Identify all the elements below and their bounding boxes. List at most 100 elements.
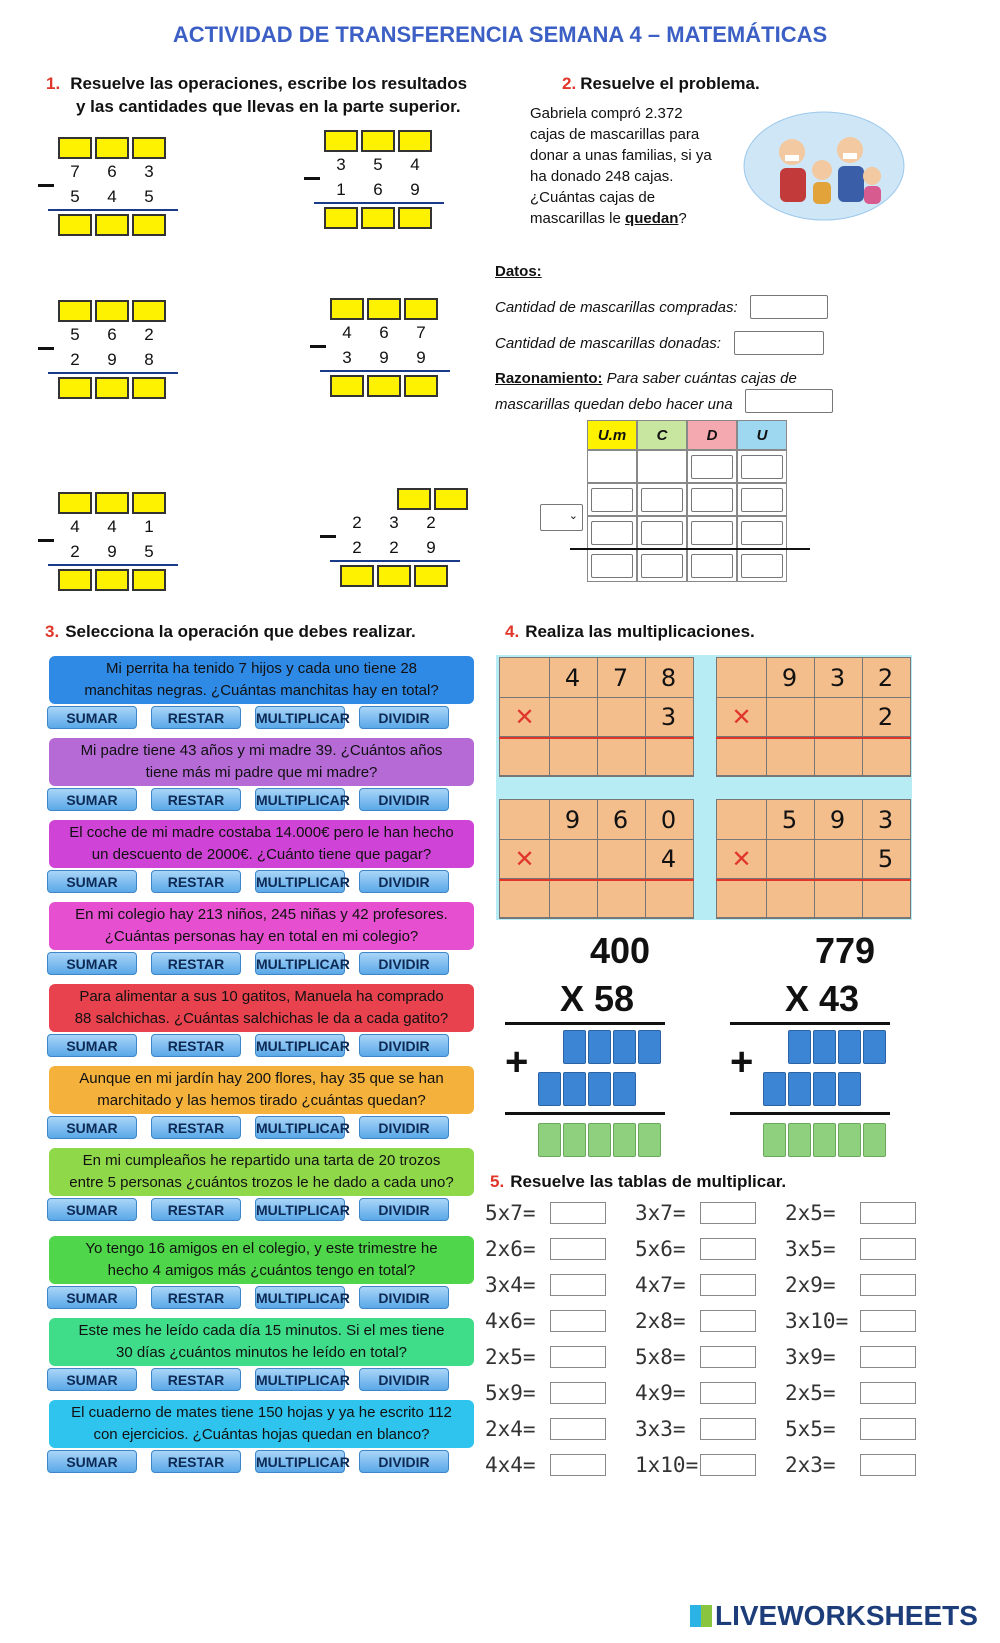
operation-button-restar[interactable]: RESTAR <box>151 1198 241 1221</box>
digit-input[interactable] <box>741 554 783 578</box>
carry-box[interactable] <box>361 130 395 152</box>
carry-box[interactable] <box>95 492 129 514</box>
grid-cell[interactable] <box>765 878 815 918</box>
result-box[interactable] <box>95 214 129 236</box>
carry-box[interactable] <box>58 300 92 322</box>
grid-cell[interactable] <box>765 839 815 879</box>
result-box[interactable] <box>58 569 92 591</box>
result-box[interactable] <box>132 214 166 236</box>
operation-button-dividir[interactable]: DIVIDIR <box>359 870 449 893</box>
operation-button-sumar[interactable]: SUMAR <box>47 706 137 729</box>
grid-cell[interactable] <box>813 878 863 918</box>
answer-input[interactable] <box>700 1346 756 1368</box>
grid-cell[interactable] <box>596 839 646 879</box>
product-box[interactable] <box>613 1123 636 1157</box>
grid-cell[interactable] <box>813 736 863 776</box>
operation-button-dividir[interactable]: DIVIDIR <box>359 788 449 811</box>
grid-cell[interactable] <box>765 736 815 776</box>
digit-input[interactable] <box>641 521 683 545</box>
answer-input[interactable] <box>860 1382 916 1404</box>
carry-box[interactable] <box>434 488 468 510</box>
partial-product-box[interactable] <box>588 1030 611 1064</box>
grid-cell[interactable] <box>861 736 911 776</box>
grid-cell[interactable] <box>765 697 815 737</box>
grid-cell[interactable] <box>548 878 598 918</box>
answer-input[interactable] <box>860 1346 916 1368</box>
answer-input[interactable] <box>550 1202 606 1224</box>
result-box[interactable] <box>132 569 166 591</box>
operation-button-dividir[interactable]: DIVIDIR <box>359 706 449 729</box>
operation-button-restar[interactable]: RESTAR <box>151 952 241 975</box>
answer-input[interactable] <box>860 1202 916 1224</box>
operation-button-dividir[interactable]: DIVIDIR <box>359 1198 449 1221</box>
partial-product-box[interactable] <box>538 1072 561 1106</box>
operation-input[interactable] <box>745 389 833 413</box>
operation-button-sumar[interactable]: SUMAR <box>47 870 137 893</box>
operation-button-dividir[interactable]: DIVIDIR <box>359 1450 449 1473</box>
operation-button-sumar[interactable]: SUMAR <box>47 952 137 975</box>
digit-input[interactable] <box>691 554 733 578</box>
result-box[interactable] <box>324 207 358 229</box>
answer-input[interactable] <box>700 1418 756 1440</box>
grid-cell[interactable] <box>644 736 694 776</box>
answer-input[interactable] <box>700 1310 756 1332</box>
operation-button-multiplicar[interactable]: MULTIPLICAR <box>255 870 350 893</box>
answer-input[interactable] <box>860 1418 916 1440</box>
grid-cell[interactable] <box>861 878 911 918</box>
grid-cell[interactable] <box>596 736 646 776</box>
operation-button-sumar[interactable]: SUMAR <box>47 1198 137 1221</box>
carry-box[interactable] <box>132 137 166 159</box>
operation-button-multiplicar[interactable]: MULTIPLICAR <box>255 1450 350 1473</box>
operation-button-dividir[interactable]: DIVIDIR <box>359 952 449 975</box>
result-box[interactable] <box>361 207 395 229</box>
product-box[interactable] <box>788 1123 811 1157</box>
partial-product-box[interactable] <box>613 1030 636 1064</box>
answer-input[interactable] <box>550 1382 606 1404</box>
answer-input[interactable] <box>550 1346 606 1368</box>
partial-product-box[interactable] <box>563 1030 586 1064</box>
answer-input[interactable] <box>550 1274 606 1296</box>
partial-product-box[interactable] <box>588 1072 611 1106</box>
operation-button-restar[interactable]: RESTAR <box>151 1368 241 1391</box>
digit-input[interactable] <box>591 554 633 578</box>
result-box[interactable] <box>95 569 129 591</box>
partial-product-box[interactable] <box>763 1072 786 1106</box>
bought-input[interactable] <box>750 295 828 319</box>
donated-input[interactable] <box>734 331 824 355</box>
product-box[interactable] <box>763 1123 786 1157</box>
operation-button-multiplicar[interactable]: MULTIPLICAR <box>255 1286 350 1309</box>
carry-box[interactable] <box>132 492 166 514</box>
answer-input[interactable] <box>550 1310 606 1332</box>
operation-button-dividir[interactable]: DIVIDIR <box>359 1368 449 1391</box>
carry-box[interactable] <box>132 300 166 322</box>
answer-input[interactable] <box>700 1238 756 1260</box>
partial-product-box[interactable] <box>838 1030 861 1064</box>
partial-product-box[interactable] <box>638 1030 661 1064</box>
carry-box[interactable] <box>95 300 129 322</box>
digit-input[interactable] <box>591 521 633 545</box>
result-box[interactable] <box>58 214 92 236</box>
product-box[interactable] <box>563 1123 586 1157</box>
answer-input[interactable] <box>700 1382 756 1404</box>
answer-input[interactable] <box>860 1274 916 1296</box>
operation-button-multiplicar[interactable]: MULTIPLICAR <box>255 788 350 811</box>
result-box[interactable] <box>95 377 129 399</box>
operation-button-dividir[interactable]: DIVIDIR <box>359 1034 449 1057</box>
grid-cell[interactable] <box>813 697 863 737</box>
result-box[interactable] <box>132 377 166 399</box>
carry-box[interactable] <box>397 488 431 510</box>
digit-input[interactable] <box>691 455 733 479</box>
result-box[interactable] <box>58 377 92 399</box>
answer-input[interactable] <box>860 1454 916 1476</box>
digit-input[interactable] <box>641 488 683 512</box>
grid-cell[interactable] <box>596 697 646 737</box>
result-box[interactable] <box>367 375 401 397</box>
answer-input[interactable] <box>550 1238 606 1260</box>
operation-button-restar[interactable]: RESTAR <box>151 870 241 893</box>
grid-cell[interactable] <box>548 697 598 737</box>
operation-button-multiplicar[interactable]: MULTIPLICAR <box>255 1198 350 1221</box>
partial-product-box[interactable] <box>813 1072 836 1106</box>
digit-input[interactable] <box>691 521 733 545</box>
result-box[interactable] <box>377 565 411 587</box>
operation-button-multiplicar[interactable]: MULTIPLICAR <box>255 1368 350 1391</box>
